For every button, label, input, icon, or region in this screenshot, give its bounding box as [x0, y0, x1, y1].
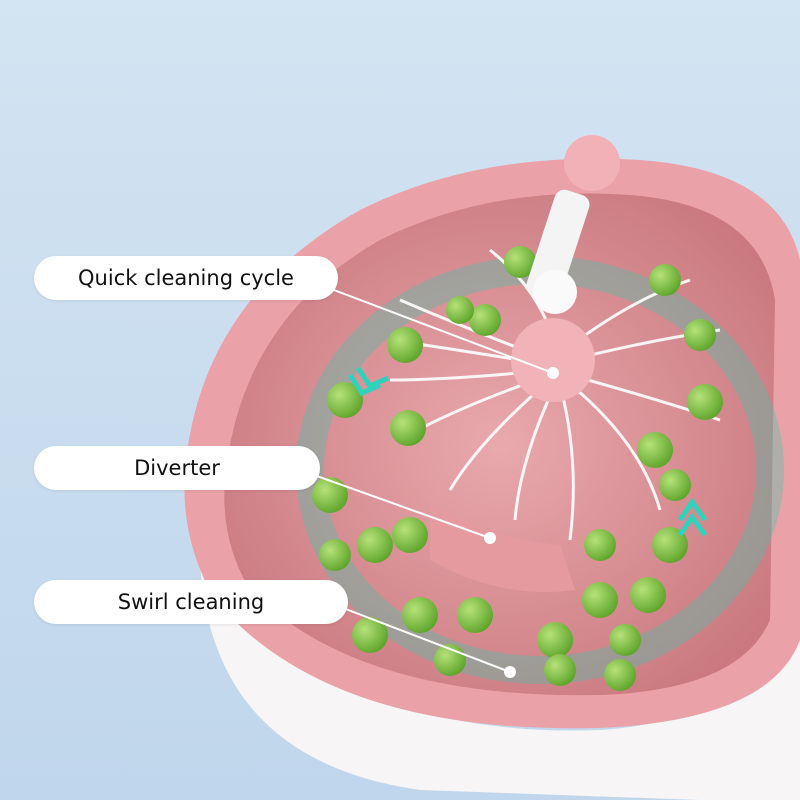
callout-quick-cleaning-cycle: Quick cleaning cycle	[34, 256, 338, 300]
handle-cap	[533, 270, 577, 314]
leader-dots	[484, 367, 559, 678]
basin-interior	[224, 193, 775, 696]
swirl-arrow-icon	[347, 366, 390, 397]
diverter	[430, 505, 575, 592]
grapes	[312, 246, 723, 691]
callout-text: Quick cleaning cycle	[78, 266, 294, 290]
callout-diverter: Diverter	[34, 446, 320, 490]
callout-text: Diverter	[134, 456, 220, 480]
swirl-arrow-icon	[677, 497, 708, 537]
handle-knob	[564, 135, 620, 191]
handle-arm	[526, 189, 590, 301]
leader-lines	[299, 283, 554, 673]
basin-base	[200, 560, 800, 800]
brush-hub	[511, 318, 595, 402]
callout-swirl-cleaning: Swirl cleaning	[34, 580, 348, 624]
callout-text: Swirl cleaning	[117, 590, 265, 614]
